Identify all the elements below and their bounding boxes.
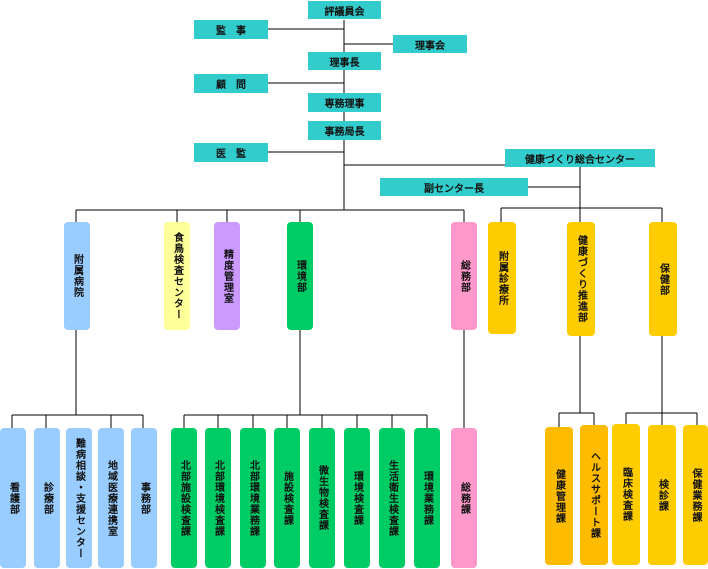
section-checkup: 検診課 bbox=[648, 425, 676, 565]
box-health-center: 健康づくり総合センター bbox=[505, 149, 655, 167]
section-intractable: 難病相談・支援センター bbox=[66, 428, 92, 568]
dept-general-affairs: 総務部 bbox=[451, 222, 477, 330]
box-medical-supervisor: 医 監 bbox=[194, 143, 268, 162]
box-council: 評議員会 bbox=[308, 1, 381, 19]
box-board: 理事会 bbox=[393, 35, 467, 53]
box-chairman: 理事長 bbox=[308, 52, 381, 70]
section-microbe-inspection: 微生物検査課 bbox=[309, 428, 335, 568]
dept-quality-control: 精度管理室 bbox=[214, 222, 240, 330]
dept-food-bird-center: 食鳥検査センター bbox=[164, 222, 190, 330]
section-health-management: 健康管理課 bbox=[545, 427, 573, 565]
section-general-affairs: 総務課 bbox=[451, 428, 477, 568]
section-north-env-business: 北部環境業務課 bbox=[240, 428, 266, 568]
section-north-facility: 北部施設検査課 bbox=[171, 428, 197, 568]
section-facility-inspection: 施設検査課 bbox=[274, 428, 300, 568]
section-health-support: ヘルスサポート課 bbox=[580, 425, 608, 565]
section-north-env-inspection: 北部環境検査課 bbox=[205, 428, 231, 568]
dept-affiliated-clinic: 附属診療所 bbox=[488, 222, 516, 334]
section-clinical-lab: 臨床検査課 bbox=[612, 424, 640, 565]
dept-environment: 環境部 bbox=[287, 222, 313, 330]
box-advisor: 顧 問 bbox=[194, 74, 268, 93]
box-secretary-general: 事務局長 bbox=[308, 121, 381, 140]
box-vice-director: 副センター長 bbox=[380, 178, 528, 196]
section-regional-medical: 地域医療連携室 bbox=[98, 428, 124, 568]
section-env-inspection: 環境検査課 bbox=[344, 428, 370, 568]
dept-health-care: 保健部 bbox=[649, 222, 677, 336]
section-health-business: 保健業務課 bbox=[683, 425, 708, 565]
section-administration: 事務部 bbox=[131, 428, 157, 568]
section-sanitation-inspection: 生活衛生検査課 bbox=[379, 428, 405, 568]
section-env-business: 環境業務課 bbox=[414, 428, 440, 568]
box-executive-director: 専務理事 bbox=[308, 93, 381, 112]
dept-affiliated-hospital: 附属病院 bbox=[64, 222, 90, 330]
section-nursing: 看護部 bbox=[0, 428, 26, 568]
box-auditor: 監 事 bbox=[194, 20, 268, 39]
section-clinical: 診療部 bbox=[34, 428, 60, 568]
dept-health-promotion: 健康づくり推進部 bbox=[567, 222, 595, 336]
